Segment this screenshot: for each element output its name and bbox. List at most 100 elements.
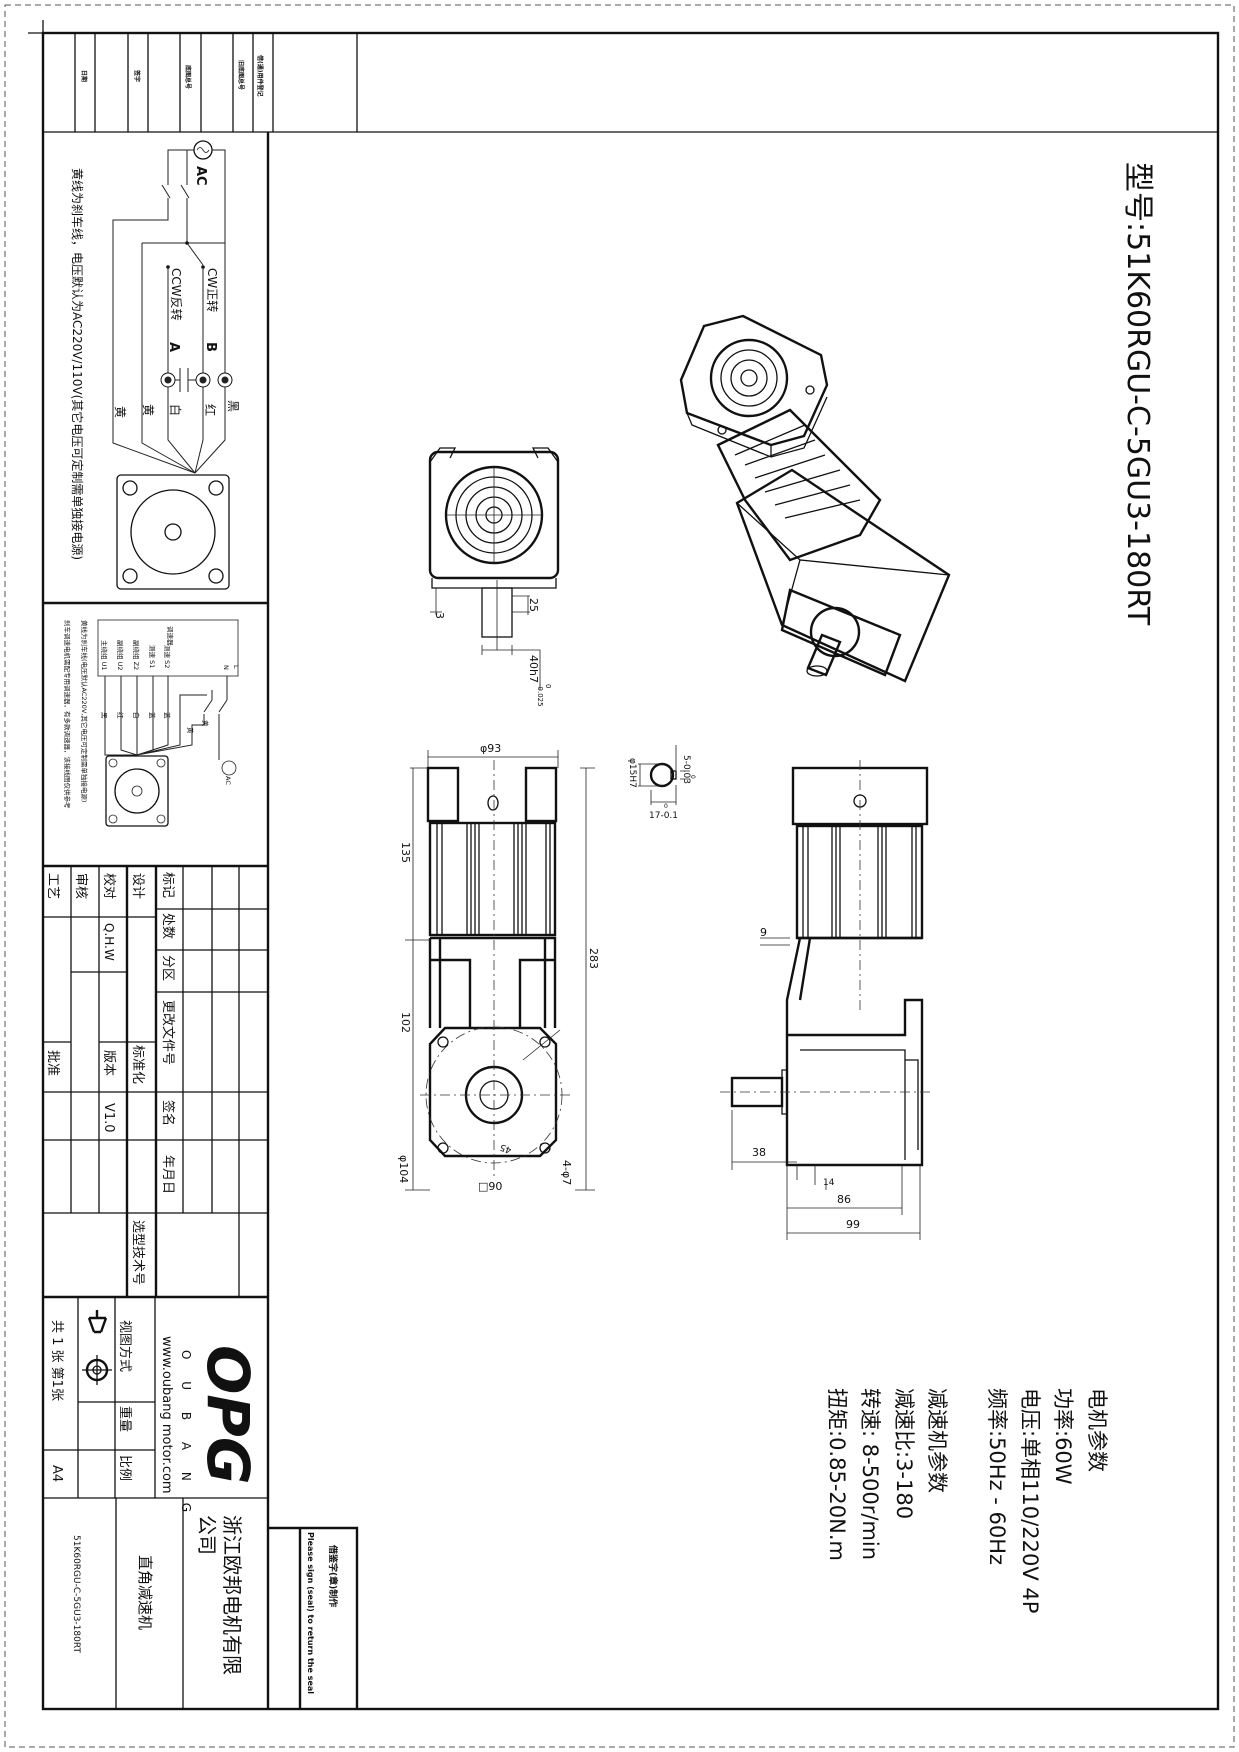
reducer-torque: 扭矩:0.85-20N.m <box>825 1388 849 1561</box>
dim-3: 3 <box>433 612 446 619</box>
header-date: 日期 <box>80 70 88 82</box>
model-title: 型号:51K60RGU-C-5GU3-180RT <box>1120 162 1155 626</box>
controller-label: 调速器 <box>166 626 175 646</box>
dim-283: 283 <box>587 948 600 969</box>
terminal-s2: 测速 S2 <box>163 645 171 668</box>
terminal-u1: 主绕组 U1 <box>100 640 109 670</box>
wire-white-label: 白 <box>132 712 141 719</box>
terminal-l: L <box>232 665 240 669</box>
dim-38: 38 <box>752 1146 766 1159</box>
dim-99: 99 <box>846 1218 860 1231</box>
wire-yellow-label: 黄 <box>201 720 210 727</box>
label-standardization: 标准化 <box>130 1045 145 1084</box>
wire-red-label: 红 <box>116 712 125 719</box>
label-view-mode: 视图方式 <box>117 1320 133 1372</box>
terminal-z2: 副绕组 Z2 <box>132 640 141 670</box>
label-weight: 重量 <box>117 1406 133 1432</box>
terminal-icons <box>160 372 233 388</box>
label-count: 处数 <box>160 913 175 939</box>
motor-face-icon <box>105 755 169 827</box>
motor-voltage: 电压:单相110/220V 4P <box>1018 1388 1042 1613</box>
dim-bore: φ15H7 <box>627 758 637 788</box>
stamp-text-en: Please sign (seal) to return the seal <box>306 1532 315 1694</box>
motor-params-heading: 电机参数 <box>1085 1388 1109 1472</box>
wire-white-label: 白 <box>168 404 183 416</box>
dim-shaft-tol-lower: -0.025 <box>536 684 544 707</box>
header-old-base-drawing-no: 旧底图总号 <box>237 60 245 90</box>
dim-shaft-fit: 40h7 <box>527 655 540 683</box>
terminal-a-label: A <box>166 342 181 352</box>
wire-black-label: 黑 <box>226 400 240 412</box>
label-selection-no: 选型技术号 <box>130 1220 145 1285</box>
label-check: 校对 <box>101 873 117 899</box>
drawing-frame <box>41 31 1220 1711</box>
terminal-s1: 测速 S1 <box>148 645 156 668</box>
cw-label: CW正转 <box>205 268 220 312</box>
label-review: 审核 <box>73 873 88 899</box>
label-sign: 签名 <box>160 1100 176 1126</box>
wire-blue-label: 蓝 <box>148 712 157 719</box>
label-scale: 比例 <box>117 1455 132 1481</box>
brand-website: www.oubang motor.com <box>159 1336 174 1494</box>
ac-label: AC <box>193 166 208 186</box>
dim-135: 135 <box>399 842 412 863</box>
ccw-label: CCW反转 <box>169 268 184 321</box>
dim-keyh-upper: 0 <box>664 803 668 810</box>
wire-blue-label: 蓝 <box>163 712 172 719</box>
header-base-drawing-no: 底图总号 <box>184 65 192 89</box>
header-strip: 日期 签字 底图总号 旧底图总号 借(通)用件登记 <box>43 33 1218 133</box>
label-process: 工艺 <box>45 873 60 899</box>
dim-key-upper: 0 <box>689 775 696 779</box>
dim-holes: 4-φ7 <box>560 1160 573 1185</box>
header-borrow-register: 借(通)用件登记 <box>256 54 264 97</box>
dim-key-width: 5-0.03 <box>681 755 691 784</box>
brand-name: O U B A N G <box>179 1350 193 1521</box>
terminal-n: N <box>222 665 230 670</box>
side-view-drawing: 9 38 14 86 99 <box>720 760 930 1240</box>
model-number-small: 51K60RGU-C-5GU3-180RT <box>71 1535 81 1653</box>
checker-name: Q.H.W <box>102 923 116 961</box>
wiring-note: 黄线为刹车线(电压默认AC220V,其它电压可定制需单独接电源) <box>80 620 89 802</box>
wiring-diagram-main: AC CW正转 CCW反转 B A 黑 红 白 黄 黄 黄线为刹车线，电压默认为… <box>70 140 240 590</box>
dim-9: 9 <box>760 926 767 939</box>
wiring-diagram-speed-control: 调速器 主绕组 U1 副绕组 U2 副绕组 Z2 测速 S1 测速 S2 N L… <box>63 619 240 827</box>
motor-frequency: 频率:50Hz - 60Hz <box>985 1388 1009 1565</box>
dim-14: 14 <box>823 1178 835 1188</box>
label-approve: 批准 <box>45 1050 60 1076</box>
paper-size: A4 <box>49 1465 64 1482</box>
wire-yellow-label: 黄 <box>113 406 127 418</box>
projection-symbol-icon <box>82 1310 112 1385</box>
terminal-b-label: B <box>203 342 218 352</box>
title-block: 标记 处数 分区 更改文件号 签名 年月日 设计 校对 Q.H.W 审核 工艺 … <box>43 866 268 1299</box>
reducer-ratio: 减速比:3-180 <box>892 1388 916 1519</box>
label-design: 设计 <box>130 873 145 899</box>
wire-black-label: 黑 <box>100 712 108 719</box>
header-signature: 签字 <box>133 69 141 82</box>
sheet-count: 共 1 张 第1张 <box>49 1320 64 1401</box>
label-change-doc: 更改文件号 <box>160 1000 175 1065</box>
wire-yellow-label: 黄 <box>186 727 195 734</box>
stamp-box: 借鉴字(章)制作 Please sign (seal) to return th… <box>268 1526 359 1709</box>
dim-86: 86 <box>837 1193 851 1206</box>
outer-dashed-border <box>4 4 1235 1748</box>
brand-logo: OPG <box>194 1345 262 1484</box>
dim-102: 102 <box>399 1012 412 1033</box>
motor-power: 功率:60W <box>1051 1388 1075 1485</box>
wiring-note: 刹车调速电机需配专用调速器，有多款调速器，该接线图仅供参考 <box>63 620 72 809</box>
keyway-detail: φ15H7 5-0.03 0 17-0.1 0 <box>627 745 696 821</box>
dim-key-height: 17-0.1 <box>649 811 678 821</box>
company-name-line2: 公司 <box>195 1515 219 1555</box>
ac-source-icon <box>221 760 237 776</box>
terminal-u2: 副绕组 U2 <box>116 640 125 670</box>
ac-label: AC <box>224 776 232 785</box>
isometric-view-drawing <box>679 314 951 683</box>
dim-25: 25 <box>527 598 540 612</box>
corner-mark <box>28 20 70 75</box>
reducer-params-heading: 减速机参数 <box>925 1388 949 1493</box>
dim-sq90: □90 <box>478 1180 502 1193</box>
fan-grille-icon <box>709 338 789 418</box>
stamp-text-cn: 借鉴字(章)制作 <box>327 1544 339 1607</box>
label-date: 年月日 <box>160 1155 175 1194</box>
dim-phi93: φ93 <box>480 742 501 755</box>
